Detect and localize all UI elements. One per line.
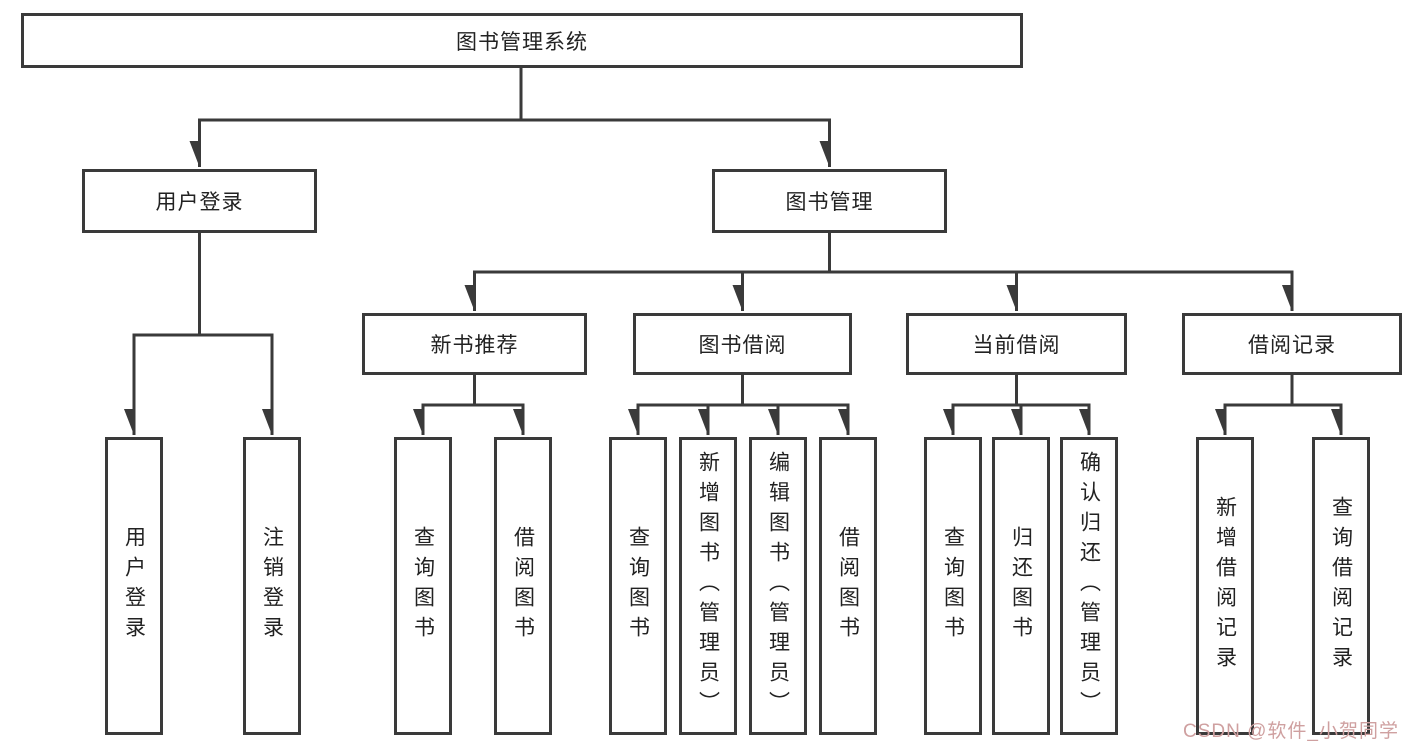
- leaf-query-book-3: 查询图书: [924, 437, 982, 735]
- leaf-return-book: 归还图书: [992, 437, 1050, 735]
- leaf-label: 编辑图书（管理员）: [766, 451, 790, 721]
- leaf-add-borrow-record: 新增借阅记录: [1196, 437, 1254, 735]
- leaf-edit-book-admin: 编辑图书（管理员）: [749, 437, 807, 735]
- leaf-user-login: 用户登录: [105, 437, 163, 735]
- leaf-label: 查询图书: [626, 526, 650, 646]
- leaf-logout: 注销登录: [243, 437, 301, 735]
- leaf-label: 查询借阅记录: [1329, 496, 1353, 676]
- leaf-label: 查询图书: [941, 526, 965, 646]
- leaf-label: 确认归还（管理员）: [1077, 451, 1101, 721]
- leaf-label: 注销登录: [260, 526, 284, 646]
- leaf-borrow-book-1: 借阅图书: [494, 437, 552, 735]
- node-user-login: 用户登录: [82, 169, 317, 233]
- node-book-management: 图书管理: [712, 169, 947, 233]
- node-label: 图书管理系统: [456, 30, 588, 54]
- leaf-label: 查询图书: [411, 526, 435, 646]
- node-label: 用户登录: [155, 191, 244, 214]
- leaf-label: 借阅图书: [511, 526, 535, 646]
- leaf-label: 归还图书: [1009, 526, 1033, 646]
- leaf-query-book-1: 查询图书: [394, 437, 452, 735]
- leaf-label: 新增图书（管理员）: [696, 451, 720, 721]
- node-label: 新书推荐: [430, 334, 519, 357]
- node-current-borrow: 当前借阅: [906, 313, 1127, 375]
- node-new-book-recommend: 新书推荐: [362, 313, 587, 375]
- leaf-confirm-return-admin: 确认归还（管理员）: [1060, 437, 1118, 735]
- leaf-query-borrow-record: 查询借阅记录: [1312, 437, 1370, 735]
- leaf-label: 新增借阅记录: [1213, 496, 1237, 676]
- node-library-system: 图书管理系统: [21, 13, 1023, 68]
- leaf-borrow-book-2: 借阅图书: [819, 437, 877, 735]
- leaf-label: 用户登录: [122, 526, 146, 646]
- node-label: 图书借阅: [698, 334, 787, 357]
- node-label: 借阅记录: [1248, 334, 1336, 357]
- leaf-add-book-admin: 新增图书（管理员）: [679, 437, 737, 735]
- node-label: 当前借阅: [972, 334, 1061, 357]
- node-label: 图书管理: [785, 191, 874, 214]
- node-borrow-record: 借阅记录: [1182, 313, 1402, 375]
- leaf-label: 借阅图书: [836, 526, 860, 646]
- leaf-query-book-2: 查询图书: [609, 437, 667, 735]
- node-book-borrow: 图书借阅: [633, 313, 852, 375]
